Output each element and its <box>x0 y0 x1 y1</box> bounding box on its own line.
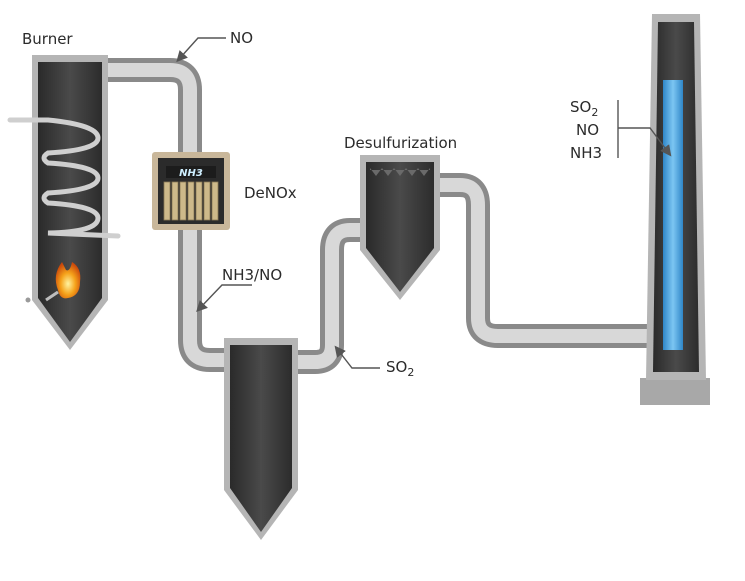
desulfurization-vessel <box>360 155 440 300</box>
label-stack-no: NO <box>576 121 599 139</box>
particle-vessel <box>224 338 298 540</box>
pipe-burner-top <box>105 58 202 155</box>
stack <box>640 14 710 405</box>
label-stack-nh3: NH3 <box>570 144 602 162</box>
label-desulfurization: Desulfurization <box>344 134 457 152</box>
denox-nh3-tag: NH3 <box>179 168 203 179</box>
label-no-top: NO <box>230 29 253 47</box>
callout-no-top <box>176 37 226 63</box>
burner-coil <box>7 117 121 239</box>
burner-vessel <box>7 55 121 350</box>
callouts <box>176 37 668 369</box>
callout-nh3-no <box>196 284 252 313</box>
spray-nozzles <box>370 168 430 176</box>
callout-so2-mid <box>334 345 380 369</box>
pipe-to-stack <box>432 173 662 348</box>
flame-icon <box>25 262 81 303</box>
stack-gas-column <box>663 80 683 350</box>
callout-stack-bracket <box>617 100 668 158</box>
catalyst-modules <box>163 181 219 221</box>
label-burner: Burner <box>22 30 73 48</box>
label-stack-so2: SO2 <box>570 98 598 119</box>
label-denox: DeNOx <box>244 184 297 202</box>
pipes <box>105 58 662 374</box>
label-so2-mid: SO2 <box>386 358 414 379</box>
label-nh3-no: NH3/NO <box>222 266 282 284</box>
denox-unit: NH3 <box>152 152 230 230</box>
